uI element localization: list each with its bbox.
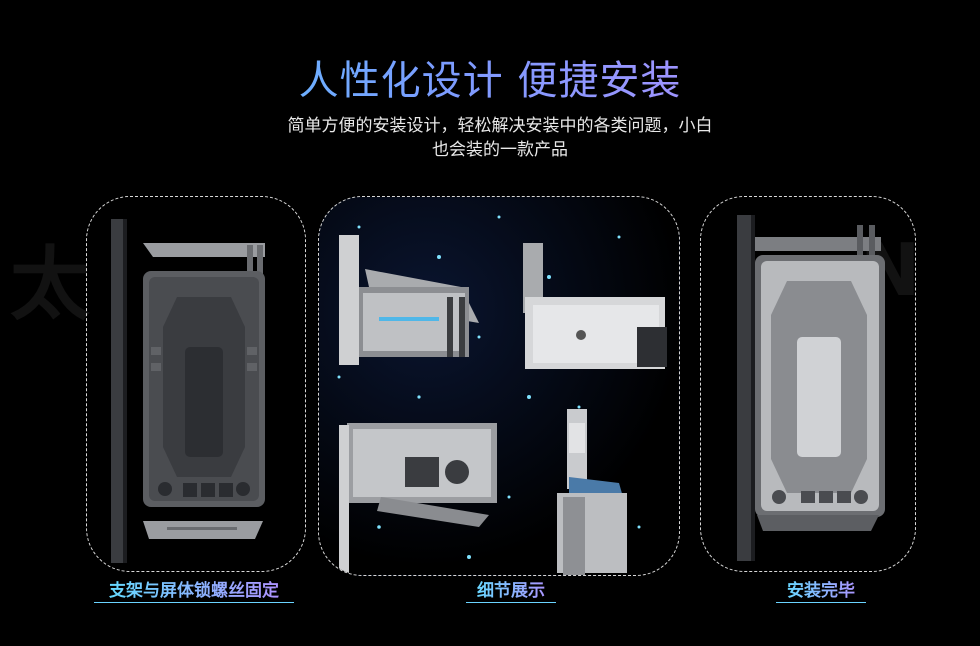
bracket-mount-illustration bbox=[111, 219, 265, 563]
subtitle-line-1: 简单方便的安装设计，轻松解决安装中的各类问题，小白 bbox=[287, 116, 713, 136]
subtitle-line-2: 也会装的一款产品 bbox=[432, 140, 568, 160]
panel-detail-views bbox=[318, 196, 680, 576]
panel-installed bbox=[700, 196, 916, 572]
caption-detail-views: 细节展示 bbox=[466, 576, 556, 603]
caption-installed: 安装完毕 bbox=[776, 576, 866, 603]
page-title: 人性化设计 便捷安装 bbox=[0, 48, 980, 106]
caption-bracket-mount: 支架与屏体锁螺丝固定 bbox=[94, 576, 294, 603]
page-subtitle: 简单方便的安装设计，轻松解决安装中的各类问题，小白 也会装的一款产品 bbox=[220, 114, 780, 162]
watermark-logo: 太 bbox=[10, 238, 90, 331]
panel-bracket-mount bbox=[86, 196, 306, 572]
installed-illustration bbox=[737, 215, 885, 561]
detail-views-illustration bbox=[337, 215, 667, 575]
